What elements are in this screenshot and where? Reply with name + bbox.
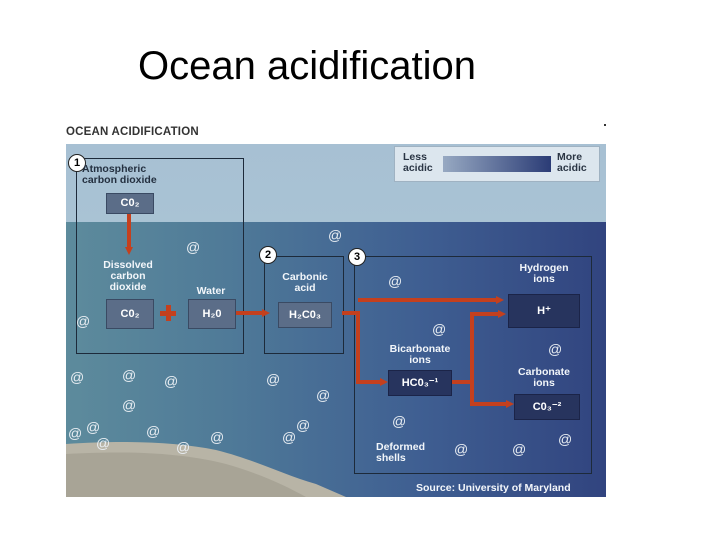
shell-icon: @ [210, 429, 225, 445]
shell-icon: @ [432, 321, 447, 337]
shell-icon: @ [86, 419, 101, 435]
atmospheric-co2-chip: C0₂ [106, 193, 154, 214]
shell-icon: @ [266, 371, 281, 387]
shell-icon: @ [96, 435, 111, 451]
shell-icon: @ [328, 227, 343, 243]
carbonic-acid-chip: H₂C0₃ [278, 302, 332, 328]
hydrogen-ions-chip: H⁺ [508, 294, 580, 328]
bicarbonate-ions-chip: HC0₃⁻¹ [388, 370, 452, 396]
deformed-shells-label: Deformed shells [376, 441, 426, 464]
carbonate-ions-label: Carbonate ions [518, 366, 570, 389]
carbonate-ions-chip: C0₃⁻² [514, 394, 580, 420]
step1-number: 1 [68, 154, 86, 172]
scale-more-label: More acidic [557, 151, 587, 174]
shell-icon: @ [164, 373, 179, 389]
shell-icon: @ [548, 341, 563, 357]
acidity-gradient-bar [443, 156, 551, 172]
hydrogen-ions-label: Hydrogen ions [519, 262, 569, 285]
step3-number: 3 [348, 248, 366, 266]
carbonic-acid-label: Carbonic acid [282, 271, 328, 294]
step2-number: 2 [259, 246, 277, 264]
shell-icon: @ [68, 425, 83, 441]
seafloor [66, 442, 346, 497]
shell-icon: @ [282, 429, 297, 445]
shell-icon: @ [454, 441, 469, 457]
slide-title: Ocean acidification [138, 44, 476, 88]
water-label: Water [196, 285, 226, 297]
shell-icon: @ [388, 273, 403, 289]
water-chip: H₂0 [188, 299, 236, 329]
shell-icon: @ [186, 239, 201, 255]
dissolved-co2-chip: C0₂ [106, 299, 154, 329]
shell-icon: @ [122, 367, 137, 383]
step3-frame [354, 256, 592, 474]
step1-frame [76, 158, 244, 354]
plus-icon [160, 305, 176, 321]
dissolved-co2-label: Dissolved carbon dioxide [103, 259, 153, 293]
ocean-acidification-figure: OCEAN ACIDIFICATION Less acidic More aci… [66, 124, 606, 497]
step2-frame [264, 256, 344, 354]
atmospheric-co2-label: Atmospheric carbon dioxide [82, 163, 157, 186]
source-credit: Source: University of Maryland [416, 482, 571, 494]
shell-icon: @ [392, 413, 407, 429]
bicarbonate-ions-label: Bicarbonate ions [389, 343, 451, 366]
reaction-arrows [125, 214, 514, 408]
figure-header: OCEAN ACIDIFICATION [66, 126, 199, 138]
shell-icon: @ [76, 313, 91, 329]
acidity-scale: Less acidic More acidic [394, 146, 600, 182]
shell-icon: @ [512, 441, 527, 457]
shell-icon: @ [316, 387, 331, 403]
shell-icon: @ [70, 369, 85, 385]
shell-icon: @ [122, 397, 137, 413]
scale-less-label: Less acidic [403, 151, 433, 174]
shell-icon: @ [146, 423, 161, 439]
corner-tick [604, 124, 606, 126]
shell-icon: @ [296, 417, 311, 433]
shell-icon: @ [176, 439, 191, 455]
arrow-icon [125, 214, 514, 408]
shell-icon: @ [558, 431, 573, 447]
